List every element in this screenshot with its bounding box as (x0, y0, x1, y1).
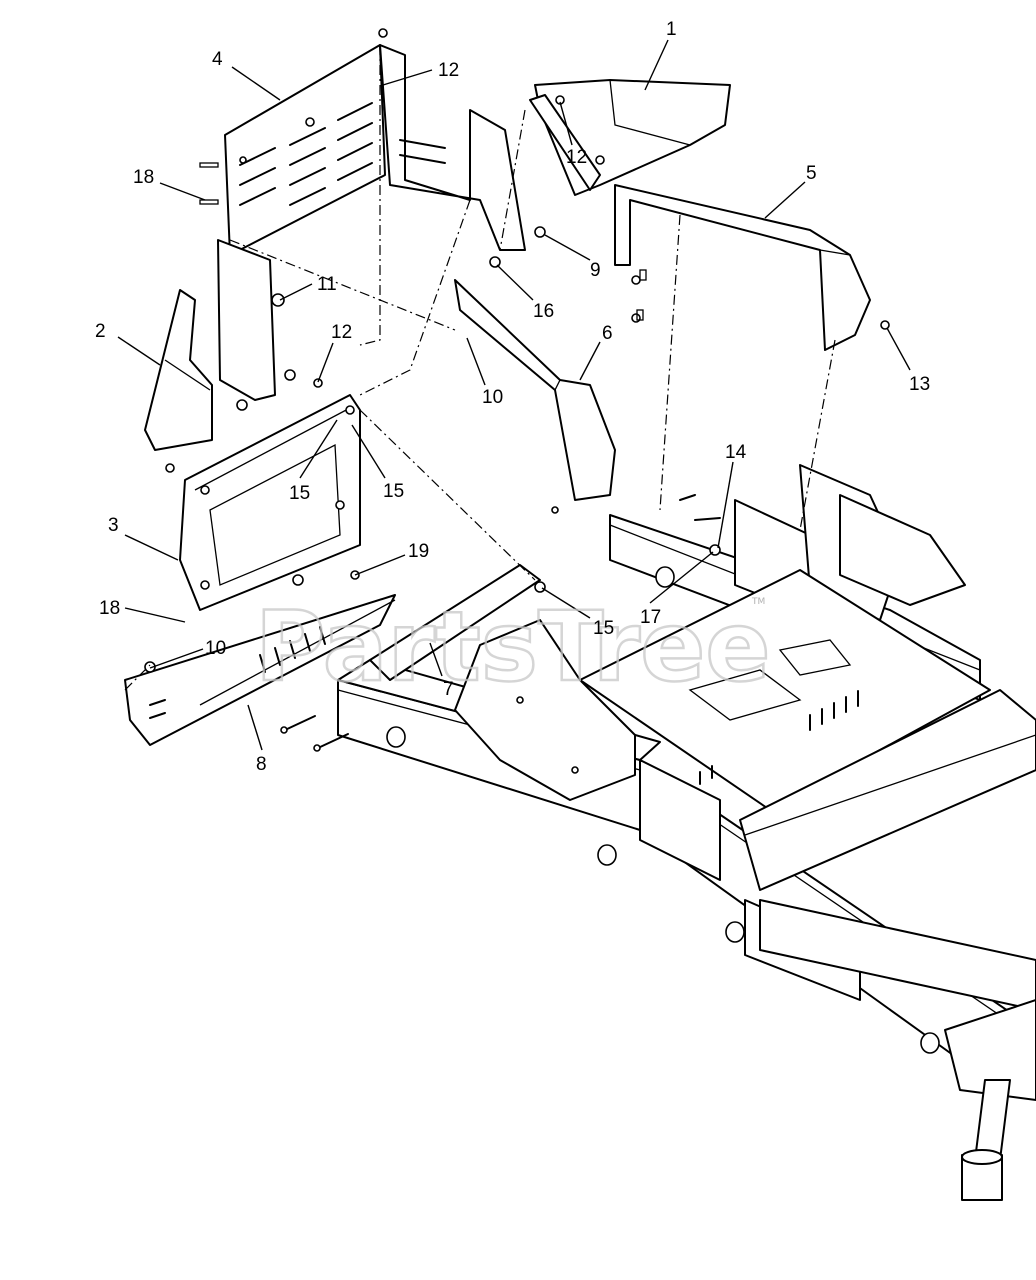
part-2-side-bracket (144, 289, 213, 451)
callout-2: 2 (95, 321, 106, 342)
part-1-console-bracket (529, 79, 731, 196)
callout-9: 9 (590, 260, 601, 281)
part-3-bracket (179, 394, 361, 611)
part-7-shroud (369, 564, 636, 801)
callout-7: 7 (443, 679, 454, 700)
callout-labels: 1 4 12 12 18 5 9 11 16 2 12 6 13 10 14 1… (95, 19, 930, 775)
callout-11: 11 (317, 274, 337, 295)
callout-19: 19 (408, 541, 429, 562)
callout-10-mid: 10 (482, 387, 503, 408)
part-6-side-panel (454, 279, 616, 501)
callout-15-front: 15 (593, 618, 614, 639)
callout-15-right: 15 (383, 481, 404, 502)
callout-1: 1 (666, 19, 677, 40)
part-4-vent-panel (217, 44, 526, 401)
callout-4: 4 (212, 49, 223, 70)
callout-18-top: 18 (133, 167, 154, 188)
callout-6: 6 (602, 323, 613, 344)
callout-5: 5 (806, 163, 817, 184)
callout-17: 17 (640, 607, 661, 628)
assembly-lines (124, 45, 836, 691)
watermark: PartsTree TM (254, 590, 772, 705)
callout-12-top: 12 (438, 60, 459, 81)
callout-12-mid: 12 (331, 322, 352, 343)
callout-16: 16 (533, 301, 554, 322)
watermark-tm: TM (751, 597, 765, 607)
part-8-front-panel (124, 594, 396, 746)
callout-14: 14 (725, 442, 747, 463)
main-frame (337, 464, 1036, 1201)
callout-8: 8 (256, 754, 267, 775)
callout-10-bottom: 10 (205, 638, 226, 659)
callout-13: 13 (909, 374, 930, 395)
callout-12-console: 12 (566, 147, 587, 168)
leader-lines (117, 39, 911, 751)
callout-18-bottom: 18 (99, 598, 120, 619)
part-5-rear-shroud (614, 184, 871, 351)
callout-3: 3 (108, 515, 119, 536)
callout-15-left: 15 (289, 483, 310, 504)
watermark-text: PartsTree (255, 591, 770, 703)
fasteners (144, 28, 890, 752)
